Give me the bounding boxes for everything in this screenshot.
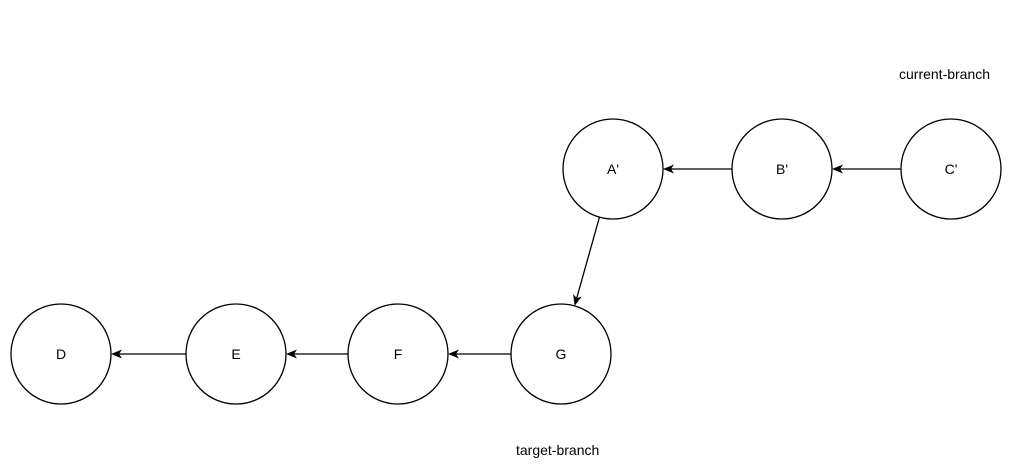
- node-e: E: [185, 303, 287, 405]
- node-b-prime-circle: [731, 118, 833, 220]
- node-g-label: G: [556, 346, 567, 362]
- node-d: D: [10, 303, 112, 405]
- node-c-prime: C': [900, 118, 1002, 220]
- edge-c_prime-to-b_prime: [832, 164, 901, 174]
- node-d-label: D: [56, 346, 66, 362]
- edge-b_prime-to-a_prime: [663, 164, 732, 174]
- arrowhead-icon: [663, 164, 674, 174]
- arrowhead-icon: [111, 349, 122, 359]
- edge-a_prime-to-g: [573, 216, 601, 306]
- node-a-prime: A': [562, 118, 664, 220]
- arrowhead-icon: [286, 349, 297, 359]
- node-c-prime-label: C': [945, 161, 958, 177]
- edges-layer: [111, 164, 901, 359]
- arrowhead-icon: [448, 349, 459, 359]
- edge-g-to-f: [448, 349, 511, 359]
- arrowhead-icon: [832, 164, 843, 174]
- node-g-circle: [510, 303, 612, 405]
- node-g: G: [510, 303, 612, 405]
- node-f-label: F: [394, 346, 403, 362]
- node-e-circle: [185, 303, 287, 405]
- edge-e-to-d: [111, 349, 186, 359]
- node-f: F: [347, 303, 449, 405]
- edge-line: [576, 216, 601, 299]
- edge-f-to-e: [286, 349, 348, 359]
- node-e-label: E: [231, 346, 240, 362]
- node-c-prime-circle: [900, 118, 1002, 220]
- node-b-prime: B': [731, 118, 833, 220]
- arrowhead-icon: [573, 294, 582, 306]
- current-branch-label: current-branch: [899, 66, 991, 82]
- node-a-prime-label: A': [607, 161, 619, 177]
- node-a-prime-circle: [562, 118, 664, 220]
- node-b-prime-label: B': [776, 161, 788, 177]
- node-f-circle: [347, 303, 449, 405]
- node-d-circle: [10, 303, 112, 405]
- target-branch-label: target-branch: [516, 442, 600, 458]
